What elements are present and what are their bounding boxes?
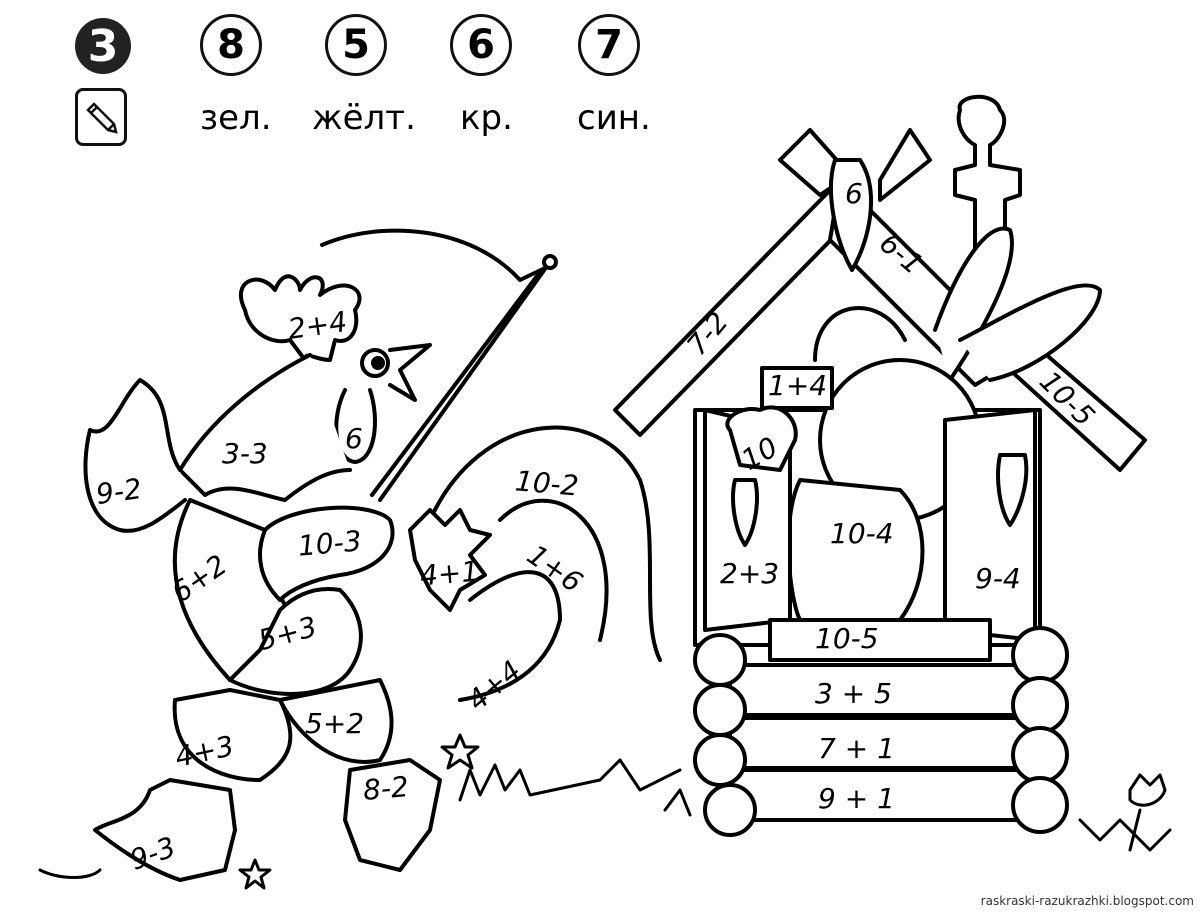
region-rooster-comb: 2+4 (285, 305, 350, 346)
region-house-log-1: 3 + 5 (815, 677, 892, 710)
legend-color-blue: син. (577, 98, 651, 138)
legend-color-red: кр. (460, 98, 513, 138)
legend-number-3: 7 (578, 14, 640, 76)
legend-number-0: 8 (200, 14, 262, 76)
legend-number-2: 6 (450, 14, 512, 76)
region-house-log-3: 9 + 1 (818, 782, 895, 815)
region-house-log-2: 7 + 1 (818, 732, 895, 765)
region-rooster-wing: 9-2 (93, 471, 144, 512)
rooster-drawing (38, 228, 682, 890)
region-rooster-leg-right: 5+2 (305, 707, 365, 740)
logs (693, 626, 1069, 837)
region-rooster-tail-top: 10-2 (513, 464, 580, 503)
legend-color-yellow: жёлт. (312, 98, 416, 138)
region-house-shutter-right: 9-4 (975, 562, 1021, 595)
region-rooster-tail-base: 4+1 (418, 554, 481, 593)
region-house-sign: 1+4 (768, 369, 828, 402)
region-house-sill: 10-5 (815, 622, 879, 655)
house-drawing (613, 94, 1172, 852)
watermark: raskraski-razukrazhki.blogspot.com (980, 894, 1194, 908)
region-rooster-arm: 10-3 (296, 524, 363, 563)
task-number-badge: 3 (75, 18, 131, 74)
region-rooster-boot-right: 8-2 (361, 770, 411, 807)
region-rooster-wattle: 6 (345, 422, 363, 455)
region-house-hare-body: 10-4 (830, 517, 894, 550)
legend-number-1: 5 (325, 14, 387, 76)
region-rooster-neck: 3-3 (222, 437, 268, 470)
region-house-roof-carrot: 6 (845, 177, 863, 210)
legend-color-green: зел. (200, 98, 272, 138)
region-house-shutter-left: 2+3 (720, 557, 780, 590)
pencil-icon (75, 88, 127, 146)
